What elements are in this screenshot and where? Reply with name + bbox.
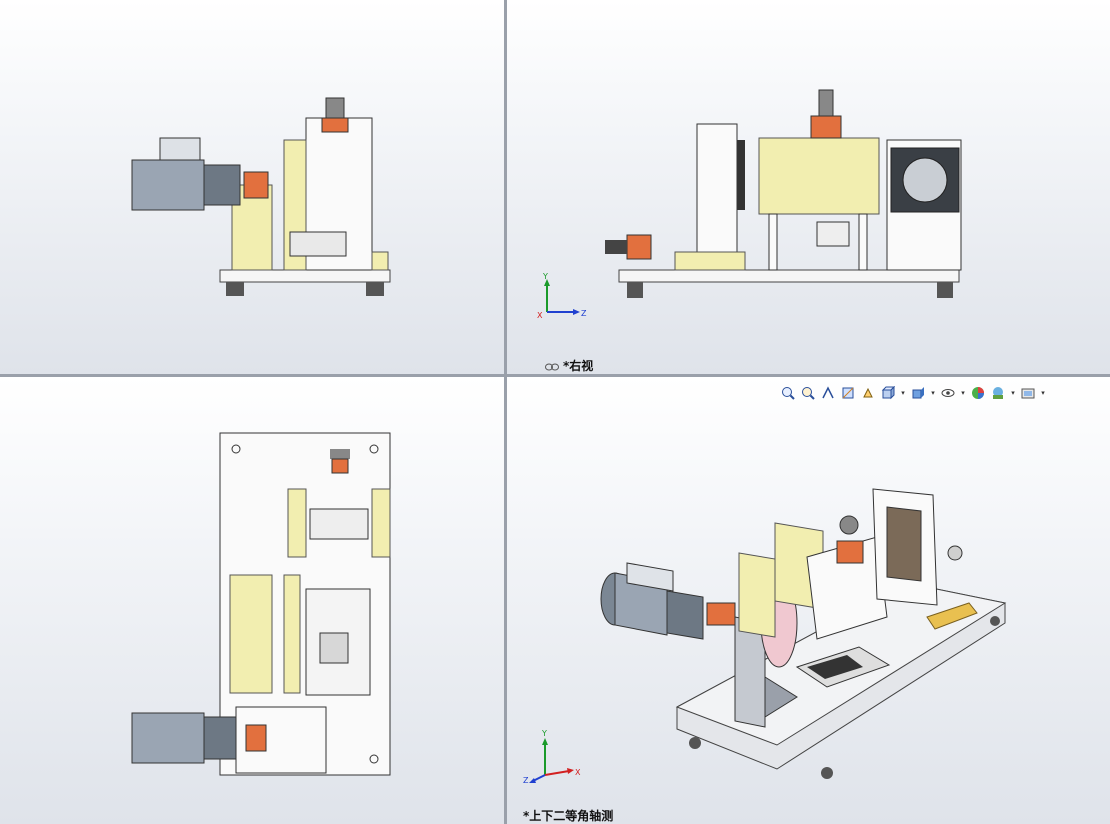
link-icon	[545, 363, 559, 370]
leg-right	[858, 213, 868, 271]
viewport-front[interactable]	[0, 0, 504, 374]
top-coupling	[836, 540, 864, 564]
viewport-splitter-vertical[interactable]	[504, 0, 507, 824]
motor-box	[159, 137, 201, 161]
axis-triad: Y X Z	[523, 729, 581, 785]
axis-y-label: Y	[542, 272, 548, 281]
dynamic-annotation-icon[interactable]	[859, 384, 877, 402]
left-knob	[605, 240, 627, 254]
panel-yellow-left	[738, 552, 776, 638]
hide-show-dropdown-icon[interactable]: ▾	[961, 389, 965, 397]
mechanism-core	[319, 632, 349, 664]
leg-left	[768, 213, 778, 271]
view-label-right: *右视	[545, 357, 593, 374]
zoom-to-fit-icon[interactable]	[779, 384, 797, 402]
motor-body	[131, 712, 205, 764]
motor-gearbox	[666, 590, 704, 640]
frame-left-dark	[737, 140, 745, 210]
top-knob-block	[321, 117, 349, 133]
left-knob-block	[626, 234, 652, 260]
clamp	[816, 221, 850, 247]
top-knob	[325, 97, 345, 119]
view-orientation-icon[interactable]	[879, 384, 897, 402]
axis-triad: Y Z X	[537, 272, 587, 320]
fan-icon	[902, 157, 948, 203]
small-block	[371, 251, 389, 271]
top-knob	[839, 515, 859, 535]
display-style-dropdown-icon[interactable]: ▾	[931, 389, 935, 397]
coupling	[243, 171, 269, 199]
base-plate	[618, 269, 960, 283]
foot	[821, 767, 833, 779]
foot-right	[366, 282, 384, 296]
side-knob	[947, 545, 963, 561]
heads-up-view-toolbar: ▾ ▾ ▾ ▾ ▾	[779, 383, 1047, 403]
view-settings-dropdown-icon[interactable]: ▾	[1041, 389, 1045, 397]
foot-left	[226, 282, 244, 296]
model-top-view[interactable]	[0, 377, 504, 824]
rail-right	[371, 488, 391, 558]
motor-gearbox	[203, 716, 237, 760]
rail-right	[926, 602, 978, 630]
zoom-area-icon[interactable]	[799, 384, 817, 402]
platform	[289, 231, 347, 257]
model-front-view[interactable]	[0, 0, 504, 374]
rail-yellow	[674, 251, 746, 271]
side-panel-yellow	[229, 574, 273, 694]
platform-slot	[807, 655, 863, 679]
hide-show-icon[interactable]	[939, 384, 957, 402]
viewport-top[interactable]	[0, 377, 504, 824]
frame-yellow	[283, 574, 301, 694]
axis-y-label: Y	[541, 729, 547, 738]
viewport-right[interactable]: Y Z X *右视	[507, 0, 1110, 374]
view-settings-icon[interactable]	[1019, 384, 1037, 402]
apply-scene-icon[interactable]	[989, 384, 1007, 402]
top-coupling	[810, 115, 842, 139]
display-style-icon[interactable]	[909, 384, 927, 402]
coupling	[706, 602, 736, 626]
foot	[990, 616, 1000, 626]
top-knob	[330, 449, 350, 459]
view-orientation-dropdown-icon[interactable]: ▾	[901, 389, 905, 397]
coupling	[245, 724, 267, 752]
foot-left	[627, 282, 643, 298]
motor-body	[131, 159, 205, 211]
edit-appearance-icon[interactable]	[969, 384, 987, 402]
model-isometric-view[interactable]	[507, 377, 1110, 824]
top-knob	[818, 89, 834, 117]
frame-left	[696, 123, 738, 271]
frame-back-window	[886, 506, 922, 582]
hole	[369, 754, 379, 764]
gusset	[764, 676, 798, 718]
viewport-isometric[interactable]: ▾ ▾ ▾ ▾ ▾	[507, 377, 1110, 824]
slide-block	[309, 508, 369, 540]
yellow-block	[758, 137, 880, 215]
view-label-isometric: *上下二等角轴测	[523, 809, 614, 823]
section-view-icon[interactable]	[839, 384, 857, 402]
hole	[231, 444, 241, 454]
apply-scene-dropdown-icon[interactable]: ▾	[1011, 389, 1015, 397]
model-right-view[interactable]	[507, 0, 1110, 374]
foot-right	[937, 282, 953, 298]
motor-box	[626, 562, 674, 592]
axis-z-label: Z	[523, 776, 529, 785]
previous-view-icon[interactable]	[819, 384, 837, 402]
axis-x-label: X	[575, 768, 581, 777]
axis-z-label: Z	[581, 309, 587, 318]
base-plate	[219, 269, 391, 283]
foot	[689, 737, 701, 749]
rail-left	[287, 488, 307, 558]
top-coupling	[331, 458, 349, 474]
hole	[369, 444, 379, 454]
view-label-text: *右视	[563, 359, 594, 373]
axis-x-label: X	[537, 311, 543, 320]
viewport-splitter-horizontal[interactable]	[0, 374, 1110, 377]
motor-gearbox	[203, 164, 241, 206]
